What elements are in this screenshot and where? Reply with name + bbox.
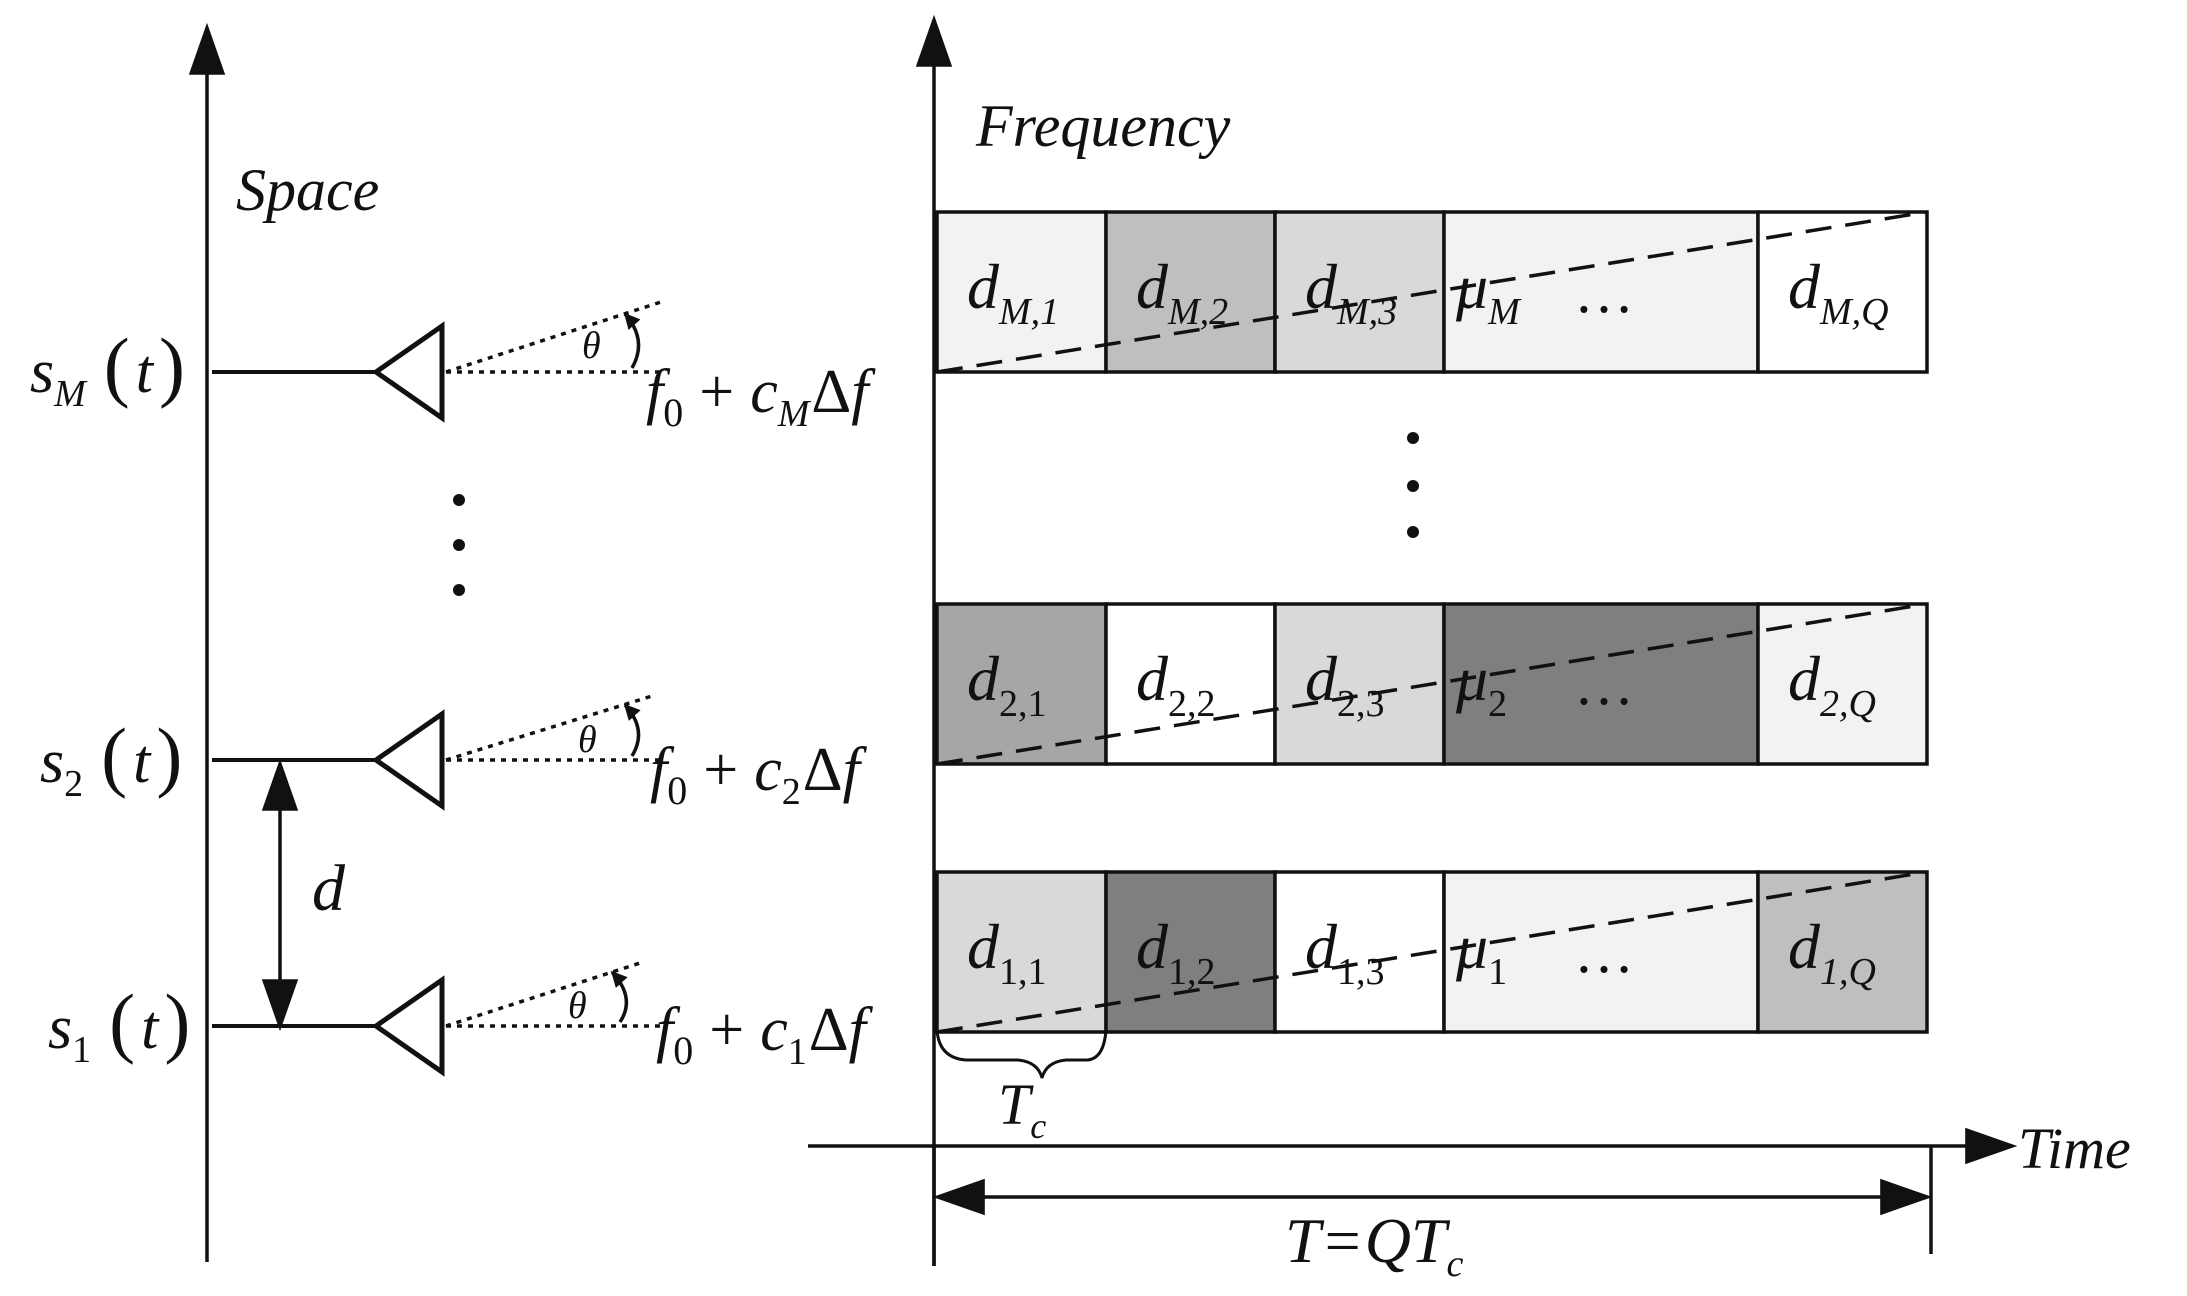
spacing-label: d bbox=[312, 852, 346, 925]
frequency-sweep-line bbox=[936, 602, 1928, 766]
angle-label-m: θ bbox=[582, 325, 601, 367]
frequency-sweep-line bbox=[936, 870, 1928, 1034]
chip-label: dM,1 bbox=[967, 251, 1059, 333]
angle-label-1: θ bbox=[568, 985, 587, 1027]
angle-arc-1 bbox=[610, 970, 629, 1023]
ellipsis-dot-rows bbox=[1407, 480, 1419, 492]
signal-label-2: s2(t) bbox=[40, 712, 182, 805]
chip-period-brace bbox=[935, 1029, 1108, 1079]
chip-label: d1,1 bbox=[967, 911, 1047, 993]
chip-ellipsis: … bbox=[1574, 259, 1634, 325]
chip-label: d1,2 bbox=[1136, 911, 1216, 993]
chip-cell bbox=[1273, 602, 1446, 766]
space-axis-label: Space bbox=[236, 157, 379, 223]
ellipsis-dot-antenna bbox=[453, 539, 465, 551]
chip-cell bbox=[935, 602, 1108, 766]
chip-cell bbox=[1442, 210, 1760, 374]
chip-cell bbox=[1442, 602, 1760, 766]
carrier-label-m: f0+cMΔf bbox=[646, 358, 876, 435]
carrier-label-2: f0+c2Δf bbox=[650, 736, 868, 813]
chip-label: d2,1 bbox=[967, 643, 1047, 725]
chip-label: dM,Q bbox=[1788, 251, 1889, 333]
chip-cell bbox=[1756, 870, 1929, 1034]
ellipsis-dot-antenna bbox=[453, 494, 465, 506]
chip-label: d1,Q bbox=[1788, 911, 1876, 993]
beam-steer-1 bbox=[445, 961, 641, 1028]
antenna-icon-2 bbox=[371, 709, 445, 811]
carrier-label-1: f0+c1Δf bbox=[656, 996, 874, 1073]
chip-cell bbox=[935, 870, 1108, 1034]
signal-row-m: sM(t) θ f0+cMΔf bbox=[30, 299, 876, 435]
chip-cell bbox=[1756, 210, 1929, 374]
signal-label-1: s1(t) bbox=[48, 978, 190, 1071]
signal-label-m: sM(t) bbox=[30, 322, 185, 415]
ellipsis-dot-antenna bbox=[453, 584, 465, 596]
chip-period-label: Tc bbox=[998, 1072, 1046, 1146]
chip-label: d2,3 bbox=[1305, 643, 1385, 725]
chip-label: d1,3 bbox=[1305, 911, 1385, 993]
antenna-icon-m bbox=[371, 321, 445, 423]
chip-label: d2,Q bbox=[1788, 643, 1876, 725]
chip-cell bbox=[1104, 602, 1277, 766]
chip-ellipsis: … bbox=[1574, 919, 1634, 985]
chip-cell bbox=[1104, 870, 1277, 1034]
angle-arc-m bbox=[623, 312, 641, 369]
signal-row-1: s1(t) θ f0+c1Δf bbox=[48, 961, 874, 1077]
chip-label: d2,2 bbox=[1136, 643, 1216, 725]
frequency-sweep-line bbox=[936, 210, 1928, 374]
beam-steer-m bbox=[445, 299, 665, 374]
chip-cell bbox=[1273, 210, 1446, 374]
chip-cell bbox=[1756, 602, 1929, 766]
chip-ellipsis: … bbox=[1574, 651, 1634, 717]
frequency-axis-label: Frequency bbox=[975, 93, 1231, 159]
angle-arc-2 bbox=[623, 703, 641, 757]
ellipsis-dot-rows bbox=[1407, 432, 1419, 444]
beam-steer-2 bbox=[445, 694, 653, 762]
antenna-icon-1 bbox=[371, 975, 445, 1077]
duration-label: T=QTc bbox=[1285, 1205, 1464, 1285]
signal-row-2: s2(t) θ f0+c2Δf bbox=[40, 694, 868, 813]
angle-label-2: θ bbox=[578, 719, 597, 761]
chip-cell bbox=[1442, 870, 1760, 1034]
ellipsis-dot-rows bbox=[1407, 526, 1419, 538]
time-axis-label: Time bbox=[2018, 1116, 2131, 1181]
